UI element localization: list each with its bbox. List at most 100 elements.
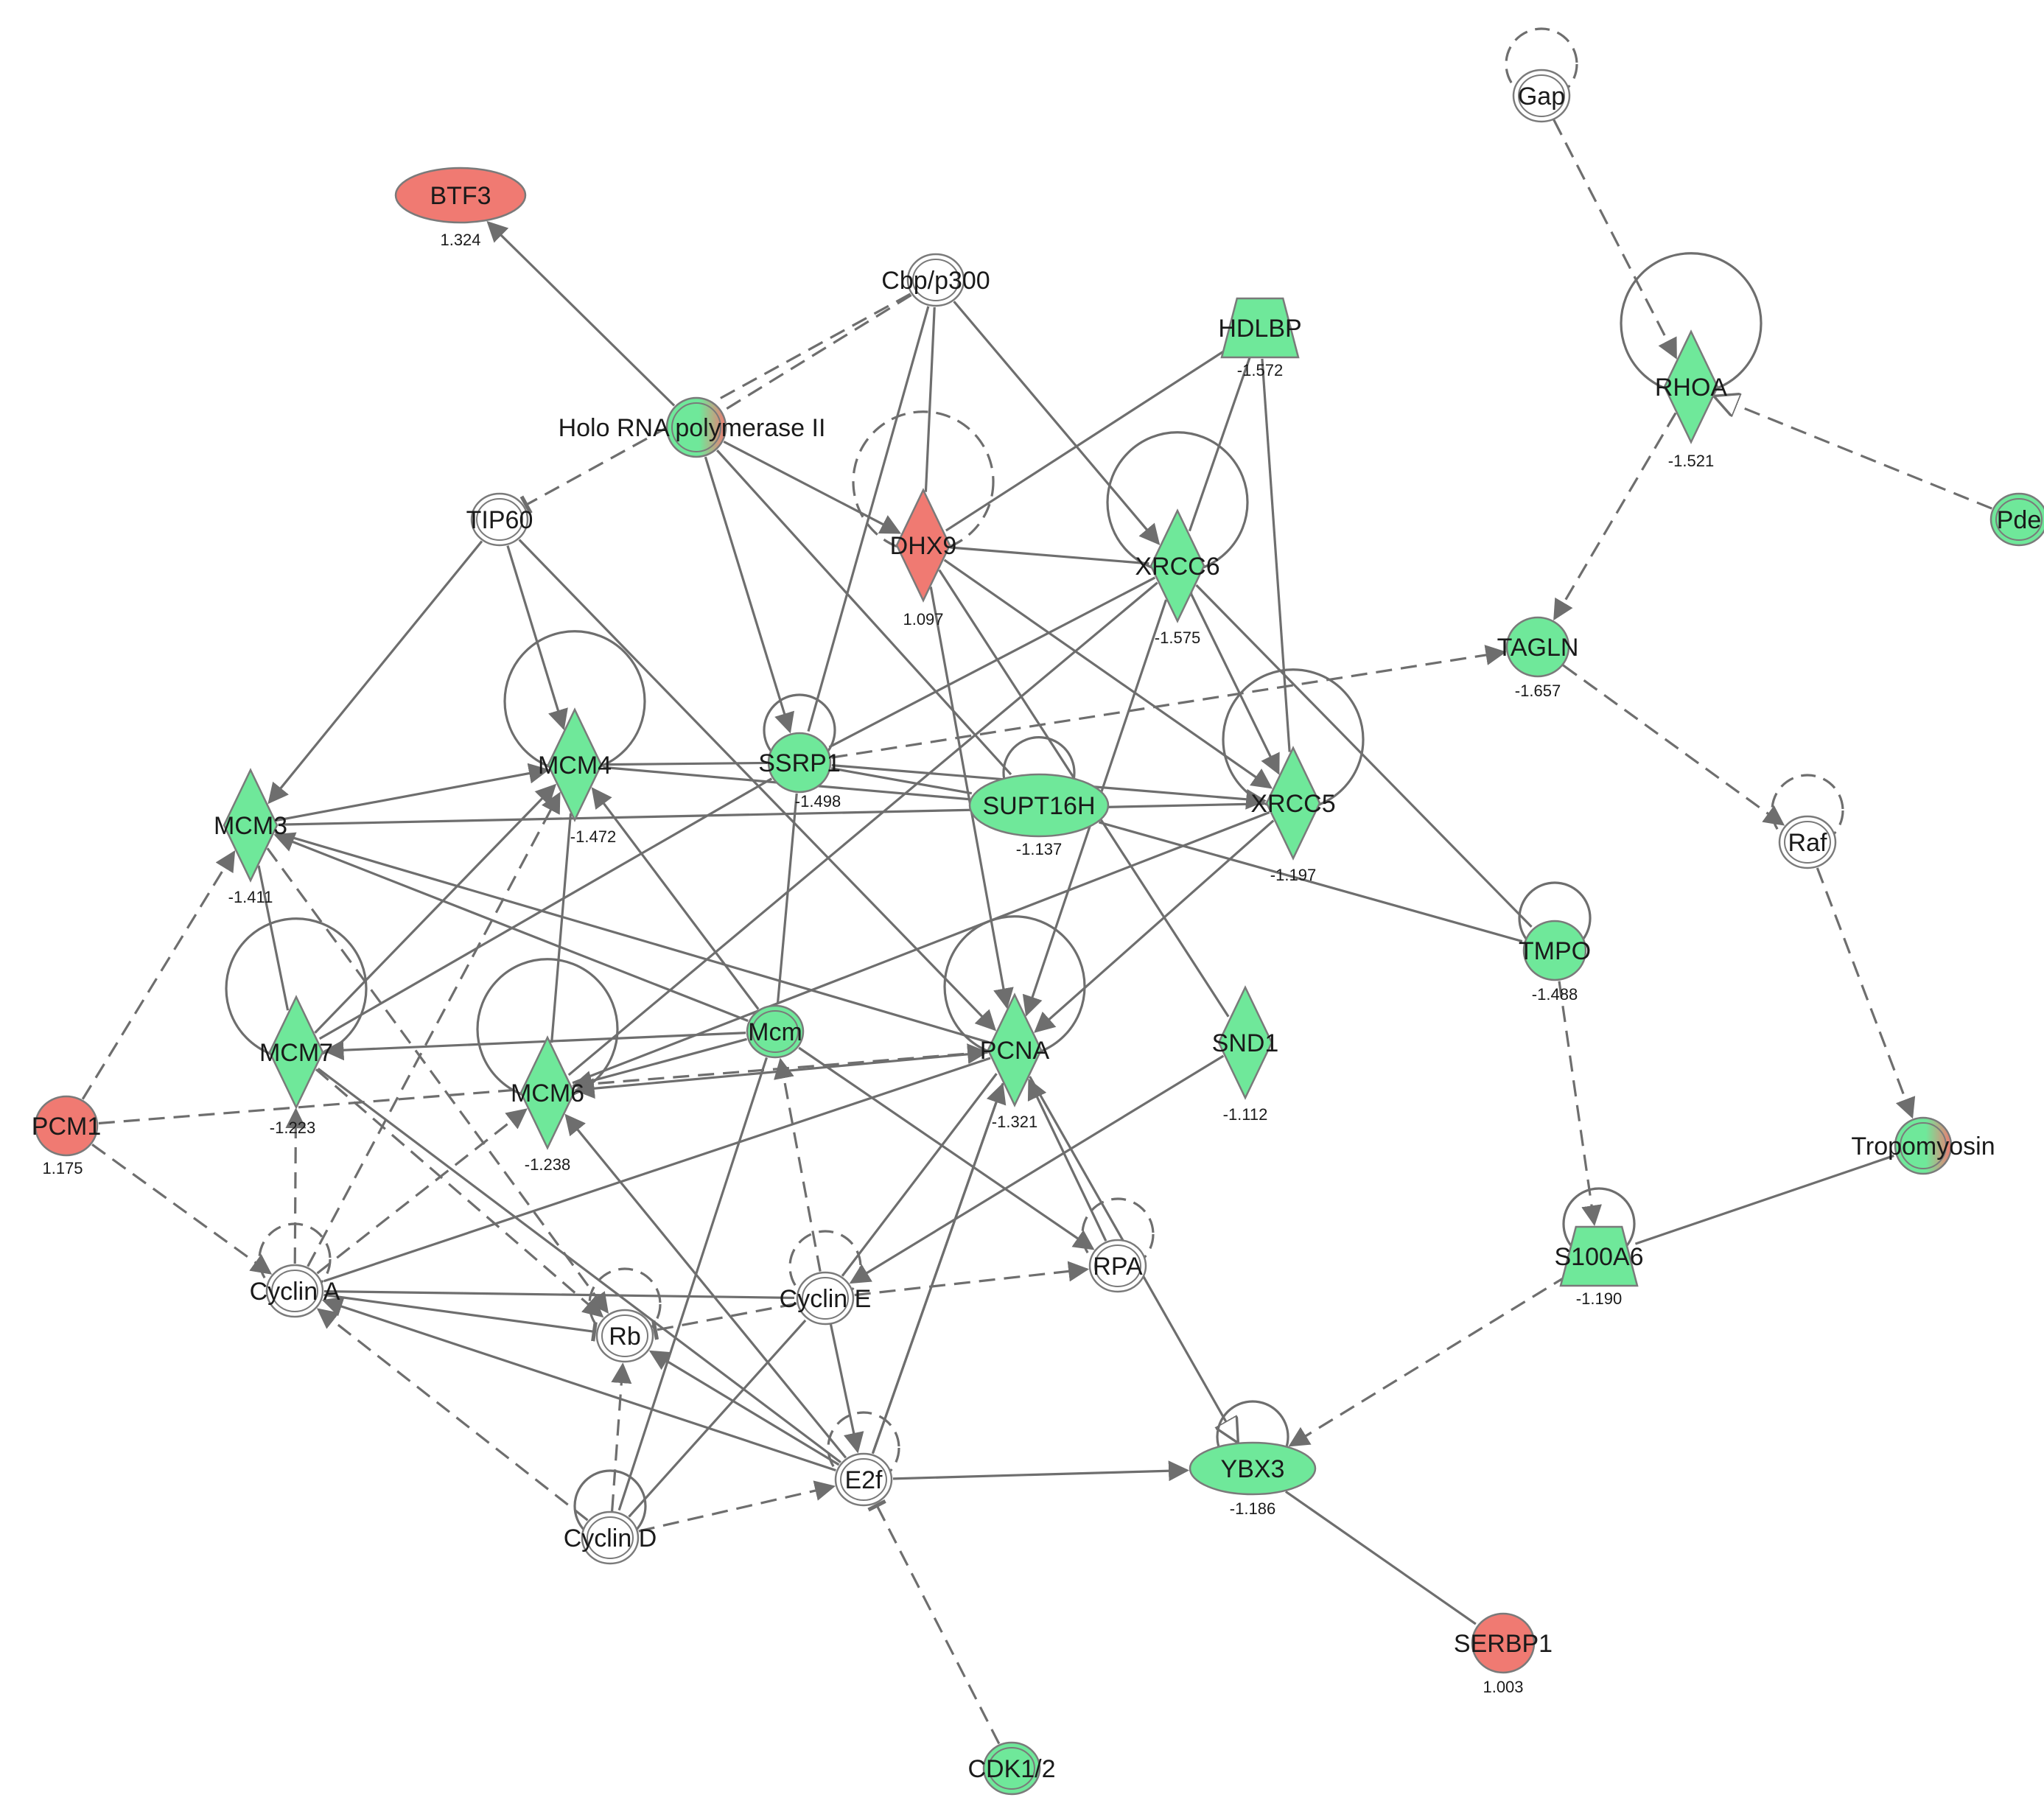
node-PCNA[interactable]: PCNA -1.321 bbox=[980, 992, 1050, 1131]
node-value-HDLBP: -1.572 bbox=[1237, 361, 1283, 379]
edge-CyclinE-PCNA bbox=[841, 1073, 998, 1277]
node-value-PCNA: -1.321 bbox=[992, 1113, 1037, 1131]
node-inner-ring-Rb bbox=[601, 1314, 648, 1357]
node-MCM6[interactable]: MCM6-1.238 bbox=[511, 1035, 584, 1174]
node-value-XRCC6: -1.575 bbox=[1155, 629, 1200, 647]
node-label-PCM1: PCM1 bbox=[32, 1113, 101, 1141]
node-label-MCM7: MCM7 bbox=[259, 1039, 333, 1067]
edge-SSRP1-TAGLN bbox=[831, 645, 1507, 759]
node-YBX3[interactable]: YBX3-1.186 bbox=[1189, 1441, 1317, 1518]
node-Cbp[interactable]: Cbp/p300 bbox=[881, 253, 990, 307]
edge-Holo-SSRP1 bbox=[704, 456, 794, 734]
edge-YBX3-SERBP1 bbox=[1284, 1490, 1477, 1625]
node-label-Mcm: Mcm bbox=[748, 1018, 802, 1046]
node-Rb[interactable]: Rb bbox=[595, 1309, 654, 1363]
node-SUPT16H[interactable]: SUPT16H-1.137 bbox=[968, 773, 1110, 858]
node-Mcm[interactable]: Mcm bbox=[746, 1004, 805, 1059]
node-shape-RHOA bbox=[1663, 329, 1719, 444]
node-S100A6[interactable]: S100A6-1.190 bbox=[1555, 1225, 1644, 1308]
node-Pde[interactable]: Pde bbox=[1989, 492, 2044, 547]
edge-SUPT16H-TMPO bbox=[1099, 821, 1523, 943]
node-label-MCM3: MCM3 bbox=[214, 812, 287, 840]
node-XRCC5[interactable]: XRCC5-1.197 bbox=[1250, 746, 1336, 884]
node-XRCC6[interactable]: XRCC6 -1.575 bbox=[1135, 508, 1220, 647]
node-label-XRCC6: XRCC6 bbox=[1135, 553, 1219, 581]
edge-CyclinE-E2f bbox=[816, 1304, 864, 1454]
node-inner-ring-Holo bbox=[671, 402, 721, 452]
node-Tropomyosin[interactable]: Tropomyosin bbox=[1851, 1116, 1995, 1175]
node-Raf[interactable]: Raf bbox=[1778, 815, 1837, 869]
node-MCM7[interactable]: MCM7 -1.223 bbox=[259, 995, 333, 1137]
edge-DHX9-PCNA bbox=[929, 587, 1014, 1009]
edge-CyclinD-E2f bbox=[638, 1480, 836, 1533]
edge-layer bbox=[81, 99, 1992, 1745]
node-E2f[interactable]: E2f bbox=[834, 1452, 893, 1507]
node-TAGLN[interactable]: TAGLN-1.657 bbox=[1497, 616, 1579, 700]
node-label-Tropomyosin: Tropomyosin bbox=[1851, 1132, 1995, 1160]
edge-SSRP1-SUPT16H bbox=[830, 767, 973, 795]
node-MCM4[interactable]: MCM4-1.472 bbox=[538, 707, 616, 846]
node-CyclinE[interactable]: Cyclin E bbox=[780, 1271, 872, 1326]
edge-E2f-YBX3 bbox=[892, 1460, 1190, 1482]
edge-RPA-PCNA bbox=[1027, 1078, 1107, 1242]
edge-Mcm-MCM3 bbox=[273, 832, 749, 1023]
edge-Cbp-DHX9 bbox=[924, 307, 936, 492]
node-shape-PCNA bbox=[987, 992, 1043, 1107]
node-Gap[interactable]: Gap bbox=[1512, 69, 1571, 123]
node-shape-E2f bbox=[834, 1452, 893, 1507]
node-value-SND1: -1.112 bbox=[1223, 1105, 1268, 1124]
edge-CyclinA-Rb bbox=[323, 1293, 598, 1342]
node-RHOA[interactable]: RHOA-1.521 bbox=[1655, 329, 1728, 470]
node-value-SSRP1: -1.498 bbox=[795, 792, 841, 811]
edge-PCNA-CyclinA bbox=[323, 1057, 991, 1283]
node-shape-HDLBP bbox=[1220, 297, 1300, 359]
node-value-MCM6: -1.238 bbox=[525, 1155, 570, 1174]
edge-TAGLN-Raf bbox=[1542, 646, 1785, 826]
node-label-BTF3: BTF3 bbox=[430, 182, 491, 210]
node-TIP60[interactable]: TIP60 bbox=[466, 492, 533, 547]
edge-XRCC6-SSRP1 bbox=[828, 576, 1156, 749]
edge-HDLBP-XRCC5 bbox=[1261, 358, 1291, 752]
edge-RHOA-TAGLN bbox=[1553, 412, 1677, 621]
node-Holo[interactable]: Holo RNA polymerase II bbox=[559, 396, 826, 458]
edge-Holo-BTF3 bbox=[486, 220, 676, 407]
node-SND1[interactable]: SND1-1.112 bbox=[1212, 985, 1279, 1124]
node-RPA[interactable]: RPA bbox=[1088, 1239, 1147, 1293]
node-value-MCM7: -1.223 bbox=[270, 1118, 315, 1137]
node-label-DHX9: DHX9 bbox=[890, 532, 957, 560]
edge-CyclinA-MCM4 bbox=[307, 791, 561, 1267]
node-HDLBP[interactable]: HDLBP-1.572 bbox=[1218, 297, 1302, 379]
edge-Mcm-MCM7 bbox=[323, 1032, 746, 1061]
edge-TMPO-S100A6 bbox=[1558, 981, 1602, 1227]
node-shape-CyclinE bbox=[796, 1271, 855, 1326]
edge-MCM7-Rb bbox=[315, 1068, 604, 1318]
node-SSRP1[interactable]: SSRP1-1.498 bbox=[758, 732, 841, 811]
node-TMPO[interactable]: TMPO-1.488 bbox=[1519, 920, 1591, 1004]
node-value-S100A6: -1.190 bbox=[1576, 1289, 1622, 1308]
node-label-PCNA: PCNA bbox=[980, 1037, 1050, 1065]
node-value-MCM3: -1.411 bbox=[228, 888, 273, 906]
edge-SSRP1-MCM4 bbox=[603, 761, 768, 766]
edge-TIP60-MCM4 bbox=[506, 545, 568, 731]
node-CyclinA[interactable]: Cyclin A bbox=[250, 1264, 340, 1318]
edge-MCM3-Rb bbox=[266, 847, 609, 1314]
edge-CyclinA-CyclinE bbox=[323, 1289, 795, 1300]
self-loop-DHX9 bbox=[852, 410, 995, 553]
node-CDK12[interactable]: CDK1/2 bbox=[967, 1741, 1056, 1796]
node-value-RHOA: -1.521 bbox=[1668, 452, 1714, 470]
node-label-CyclinE: Cyclin E bbox=[780, 1285, 872, 1313]
node-shape-DHX9 bbox=[895, 488, 951, 603]
node-MCM3[interactable]: MCM3 -1.411 bbox=[214, 768, 287, 906]
node-inner-ring-CyclinA bbox=[271, 1270, 318, 1312]
edge-Gap-RHOA bbox=[1536, 99, 1677, 360]
edge-E2f-CyclinA bbox=[321, 1296, 836, 1472]
node-label-Pde: Pde bbox=[1997, 506, 2042, 534]
node-inner-ring-E2f bbox=[840, 1458, 887, 1501]
node-CyclinD[interactable]: Cyclin D bbox=[564, 1510, 657, 1565]
node-shape-MCM6 bbox=[519, 1035, 575, 1150]
